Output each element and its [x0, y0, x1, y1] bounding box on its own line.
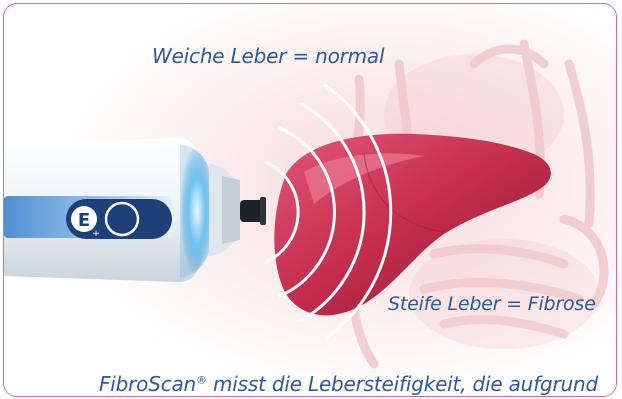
- probe-button-glyph: E: [78, 210, 90, 231]
- figure-frame: E + Weiche Leber = normal Steife Leber =…: [3, 3, 617, 397]
- footer-suffix: misst die Lebersteifigkeit, die aufgrund: [207, 372, 598, 396]
- label-stiff-liver: Steife Leber = Fibrose: [388, 293, 596, 315]
- footer-prefix: FibroScan: [99, 372, 196, 396]
- registered-mark: ®: [196, 373, 207, 386]
- probe-plus-glyph: +: [92, 229, 100, 239]
- footer-caption: FibroScan® misst die Lebersteifigkeit, d…: [99, 372, 598, 396]
- label-soft-liver: Weiche Leber = normal: [152, 44, 384, 68]
